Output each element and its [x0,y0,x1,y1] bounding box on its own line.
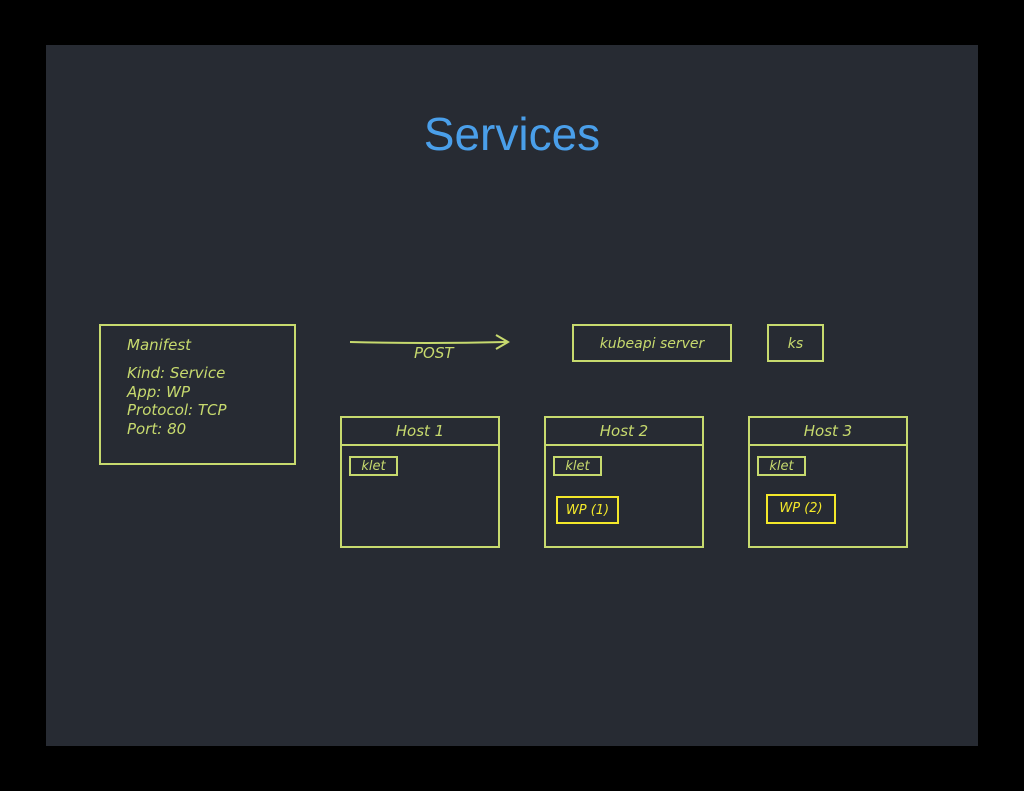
host-2-header: Host 2 [546,418,702,446]
host-3-klet: klet [757,456,806,476]
ks-box: ks [767,324,824,362]
slide-title: Services [423,108,601,160]
host-3-box: Host 3 klet WP (2) [748,416,908,548]
host-3-klet-label: klet [769,459,794,474]
manifest-heading: Manifest [127,336,192,354]
host-3-title: Host 3 [803,422,853,440]
host-2-box: Host 2 klet WP (1) [544,416,704,548]
host-1-box: Host 1 klet [340,416,500,548]
slide-canvas: Services Manifest Kind: Service App: WP … [46,45,978,746]
manifest-line-protocol: Protocol: TCP [127,401,227,419]
host-2-klet-label: klet [565,459,590,474]
kubeapi-server-box: kubeapi server [572,324,732,362]
post-arrow-icon [349,334,510,350]
kubeapi-server-label: kubeapi server [599,336,705,352]
host-3-pod-wp2: WP (2) [766,494,836,524]
host-2-title: Host 2 [599,422,649,440]
manifest-line-kind: Kind: Service [127,364,226,382]
manifest-line-app: App: WP [127,382,191,401]
manifest-line-port: Port: 80 [127,419,187,438]
host-2-pod-wp1: WP (1) [556,496,619,524]
manifest-lines: Kind: Service App: WP Protocol: TCP Port… [127,364,227,438]
host-3-pod-label: WP (2) [779,501,823,516]
host-1-klet: klet [349,456,398,476]
host-1-header: Host 1 [342,418,498,446]
host-1-klet-label: klet [361,459,386,474]
manifest-box: Manifest Kind: Service App: WP Protocol:… [99,324,296,465]
host-2-pod-label: WP (1) [565,503,610,518]
post-label: POST [414,344,454,362]
host-1-title: Host 1 [395,422,445,440]
host-2-klet: klet [553,456,602,476]
host-3-header: Host 3 [750,418,906,446]
ks-label: ks [787,336,804,352]
